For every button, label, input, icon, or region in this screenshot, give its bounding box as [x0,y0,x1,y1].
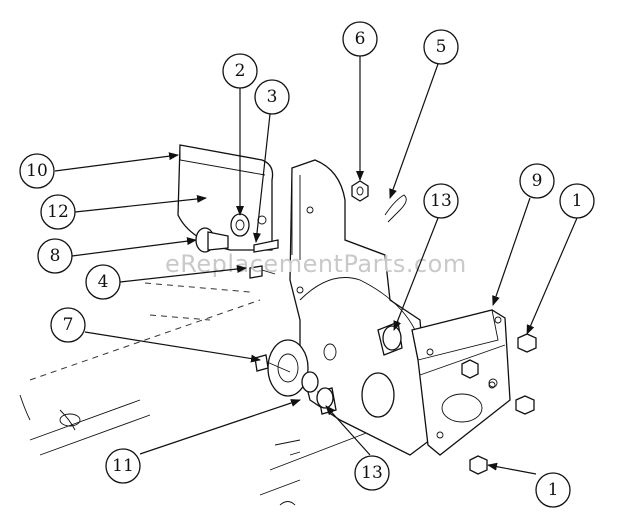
svg-text:7: 7 [63,315,74,335]
svg-text:13: 13 [361,463,383,483]
svg-text:11: 11 [112,456,134,476]
svg-text:5: 5 [436,37,447,57]
washer [230,213,250,237]
callout-12: 12 [40,194,76,230]
callout-13-lower: 13 [354,455,390,491]
callout-5: 5 [423,29,459,65]
leader-lines [54,56,578,475]
screw [249,265,276,279]
svg-text:3: 3 [267,87,278,107]
knob [195,227,229,253]
callout-8: 8 [37,238,73,274]
bushing-lower [316,387,337,415]
watermark-text: eReplacementParts.com [165,250,467,278]
side-plate [289,159,431,456]
hub-assembly [267,339,309,397]
callout-13-upper: 13 [423,183,459,219]
svg-text:9: 9 [532,171,543,191]
cover-guard [177,144,274,251]
callout-1-upper: 1 [559,183,595,219]
callout-9: 9 [519,163,555,199]
bracket-nuts [461,333,537,475]
svg-text:6: 6 [355,29,366,49]
svg-text:4: 4 [98,272,109,292]
svg-text:12: 12 [47,202,69,222]
svg-text:13: 13 [430,191,452,211]
callout-10: 10 [19,153,55,189]
callout-3: 3 [254,79,290,115]
bolt [253,239,279,253]
nut [351,180,369,202]
callout-7: 7 [50,307,86,343]
svg-text:1: 1 [572,191,583,211]
callout-11: 11 [105,448,141,484]
spacer [301,371,319,393]
cotter-pin [384,194,407,223]
svg-text:2: 2 [235,61,246,81]
callout-2: 2 [222,53,258,89]
mounting-bracket [411,309,511,456]
callout-4: 4 [85,264,121,300]
svg-text:8: 8 [50,246,61,266]
svg-text:1: 1 [548,480,559,500]
callout-6: 6 [342,21,378,57]
callout-1-lower: 1 [535,472,571,508]
svg-text:10: 10 [26,161,48,181]
